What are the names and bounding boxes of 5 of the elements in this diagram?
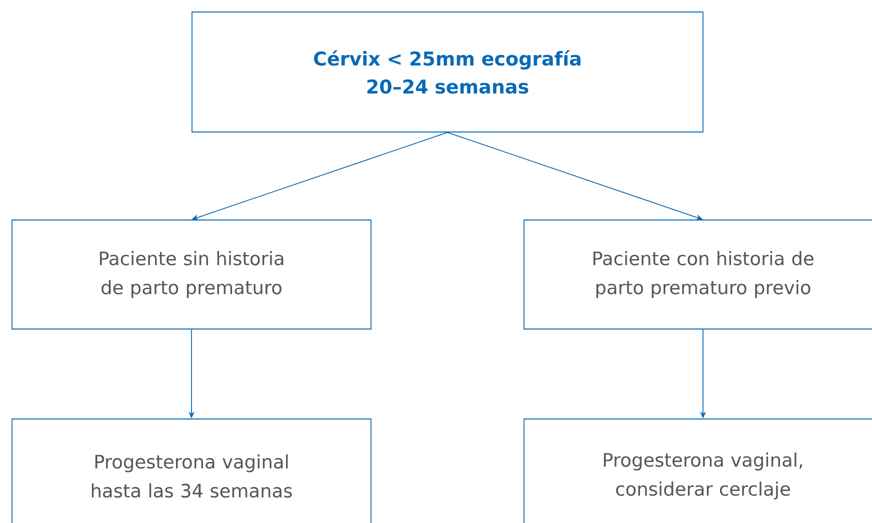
process-box: Cérvix < 25mm ecografía 20–24 semanas <box>192 12 704 132</box>
process-box: Progesterona vaginal hasta las 34 semanas <box>12 418 372 523</box>
process-box: Paciente sin historia de parto prematuro <box>12 220 372 330</box>
process-box: Progesterona vaginal, considerar cerclaje <box>524 418 872 523</box>
process-box: Paciente con historia de parto prematuro previo <box>524 220 872 330</box>
